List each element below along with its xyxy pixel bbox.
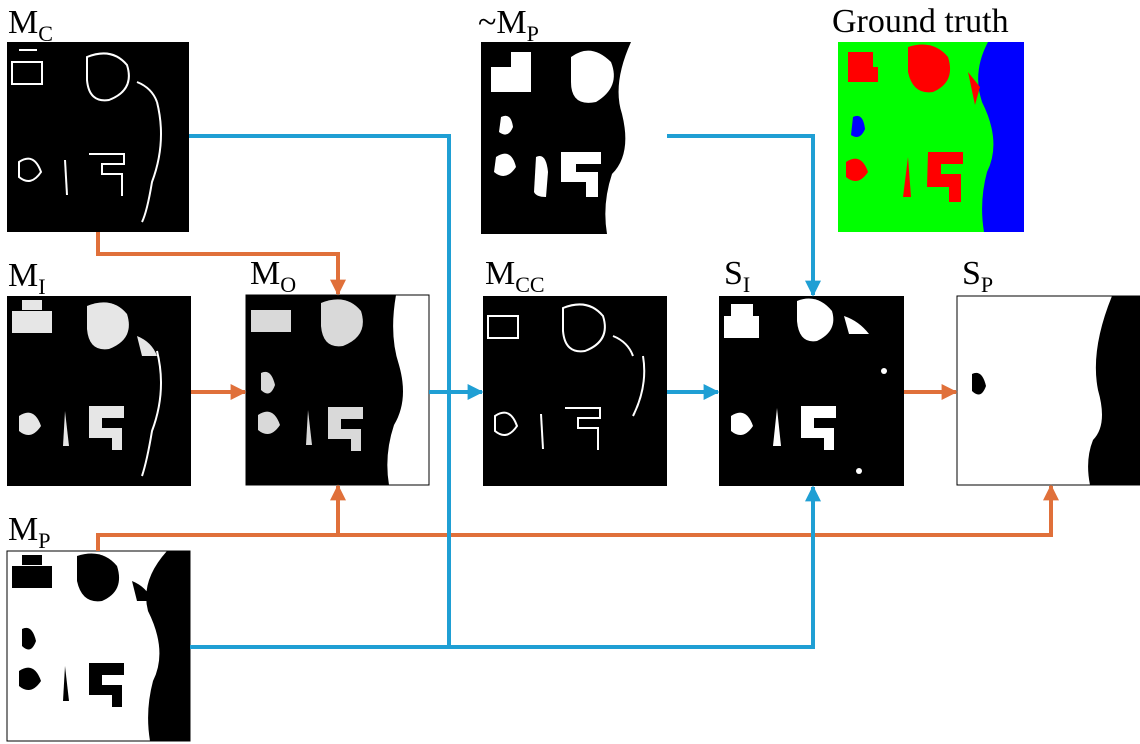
label-mcc: MCC [485,255,545,297]
mp-image [6,550,191,742]
mc-bus-blue [189,134,451,647]
mcc-image [483,296,667,486]
si-image [719,296,904,486]
mc-image [7,42,189,232]
mi-image [7,296,191,486]
mo-image [245,294,430,486]
ground-truth-image [838,42,1024,232]
mp-bus-orange [96,484,1059,551]
label-mo: MO [250,255,296,297]
label-mi: MI [8,257,46,299]
orange-connectors [96,232,1059,551]
notmp-image [481,42,667,234]
label-notmp: ~MP [478,4,539,46]
label-ground-truth: Ground truth [832,3,1009,40]
arrow-mc-to-mo [96,232,346,296]
notmp-to-si [667,134,821,297]
sp-image [956,295,1140,486]
mp-to-si [190,485,821,649]
blue-connectors [189,134,821,649]
label-mp: MP [8,511,50,553]
label-mc: MC [8,4,53,46]
label-si: SI [724,255,750,297]
label-sp: SP [962,255,993,297]
